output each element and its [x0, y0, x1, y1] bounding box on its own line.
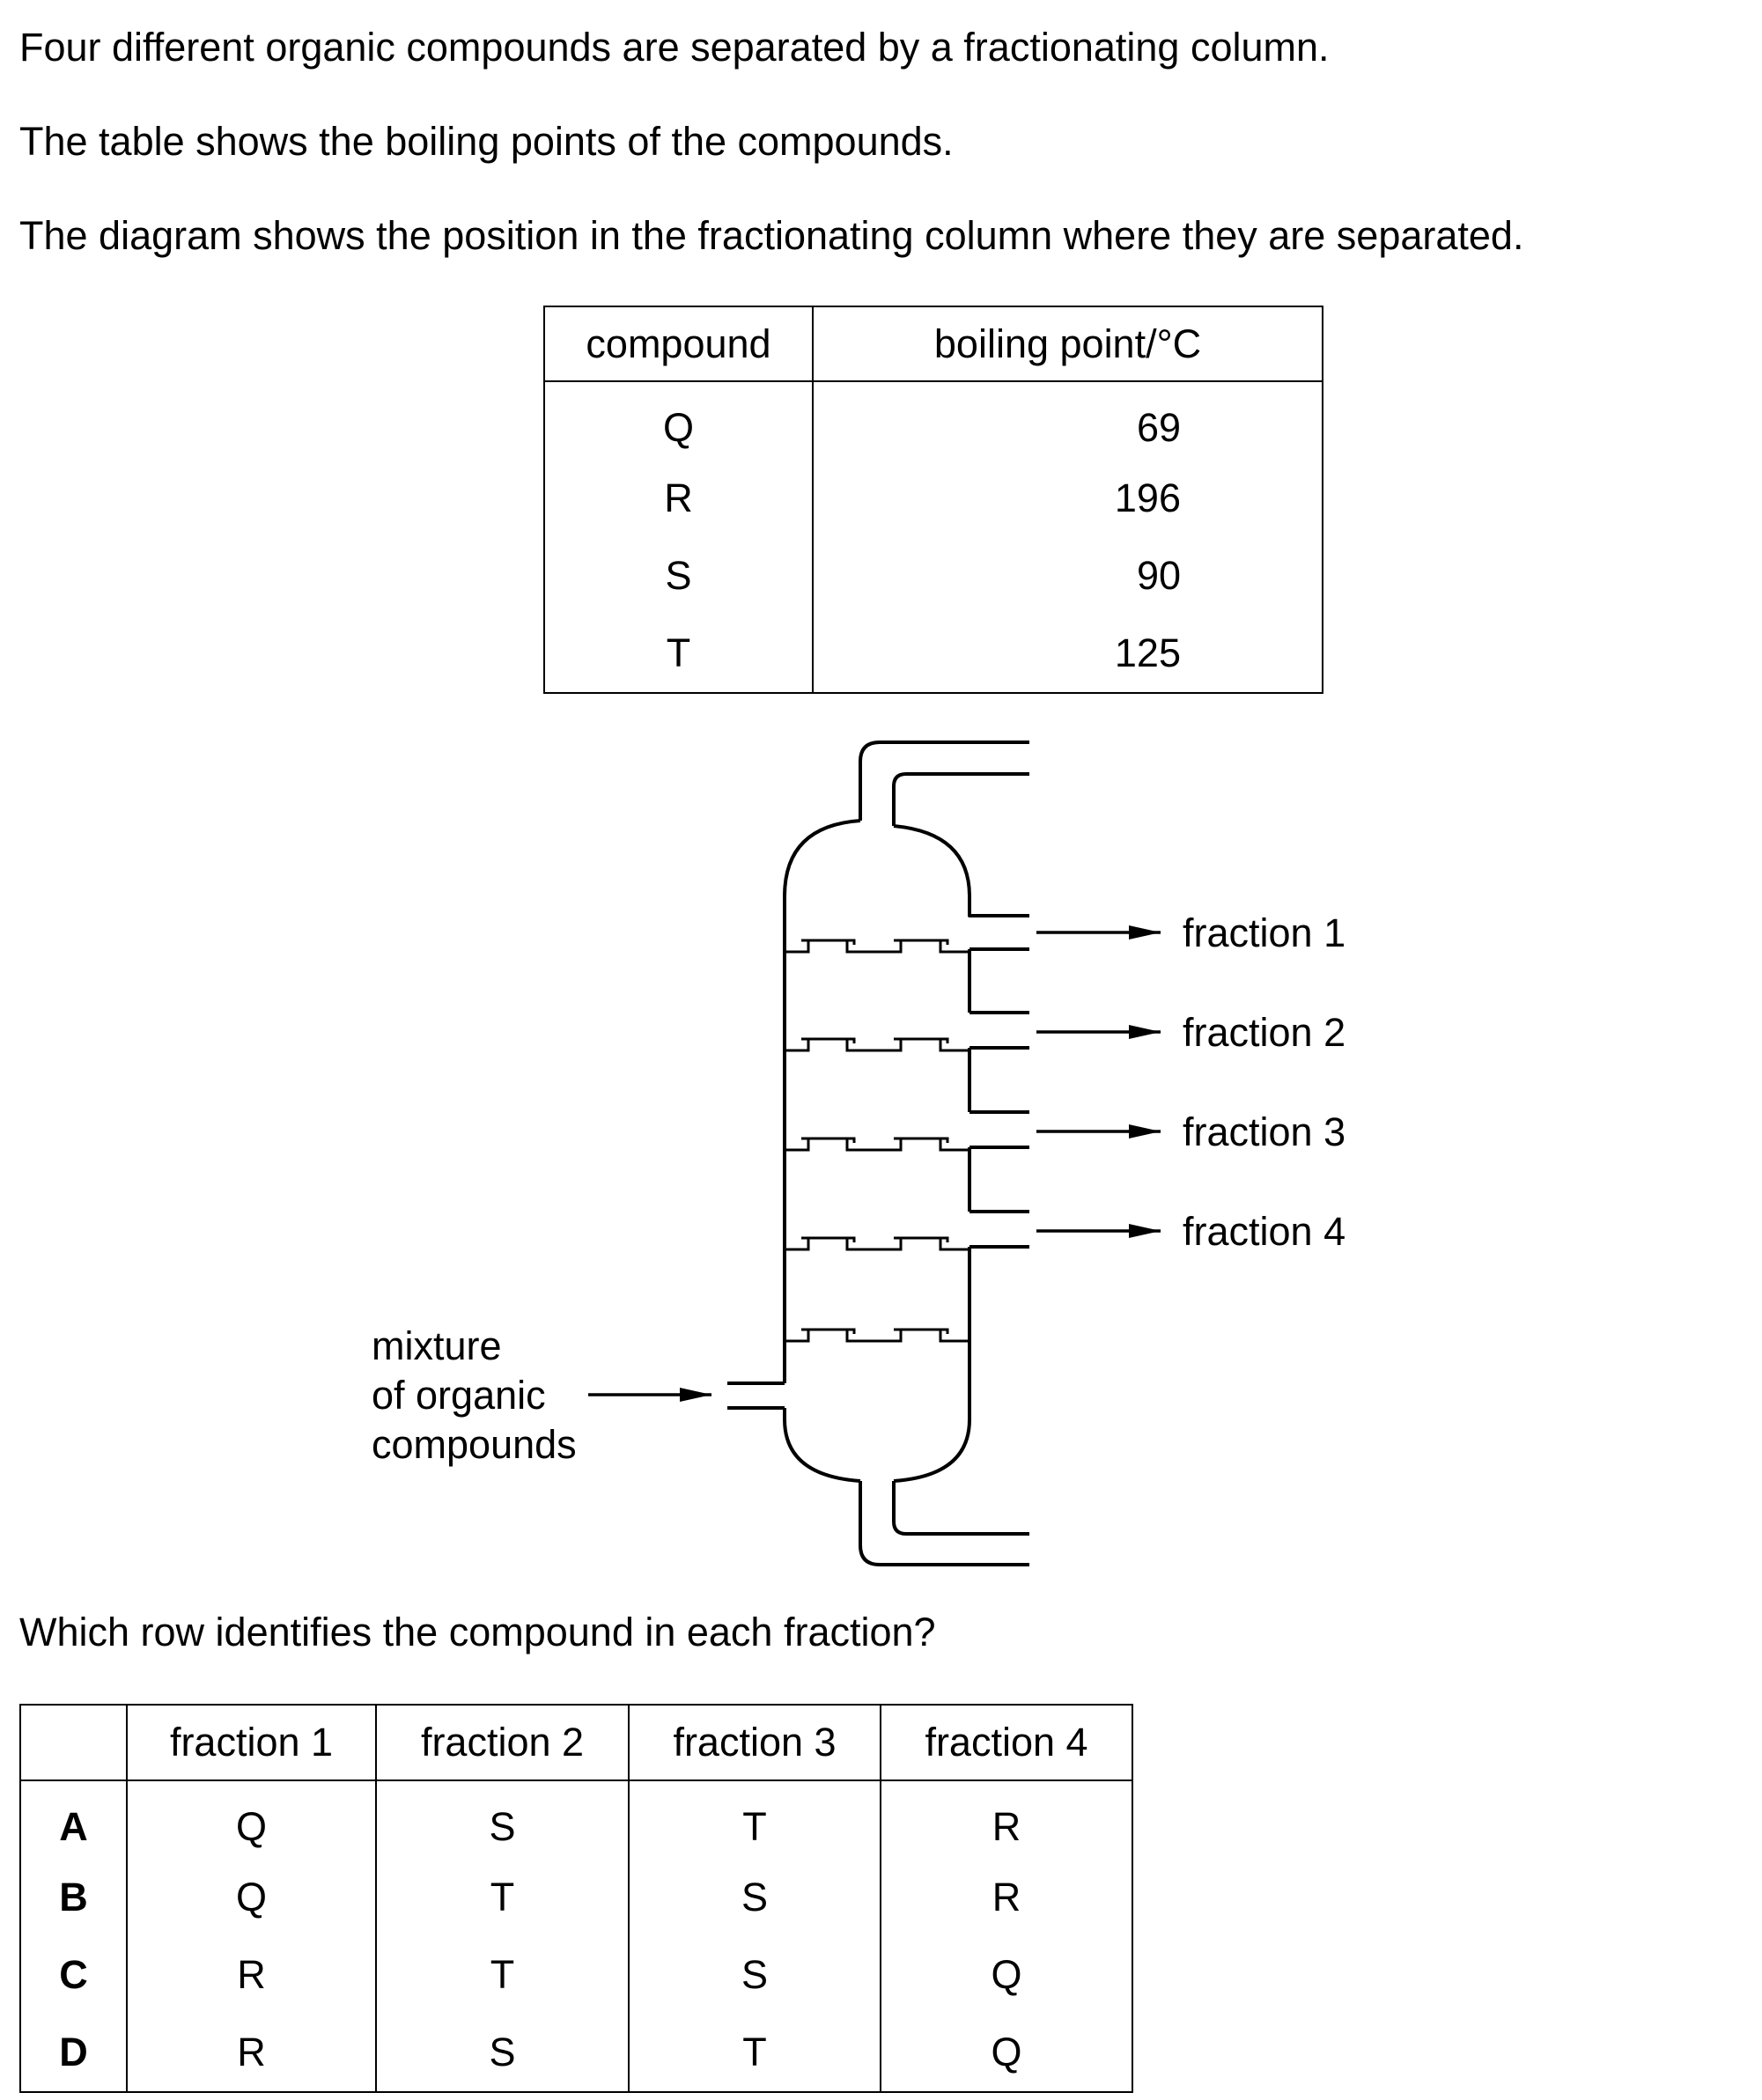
- fraction-1-header: fraction 1: [126, 1704, 377, 1781]
- inlet-label-line-3: compounds: [372, 1422, 577, 1467]
- answer-row-a[interactable]: A Q S T R: [19, 1780, 1133, 1859]
- table-row: S 90: [543, 537, 1323, 615]
- answer-row-b[interactable]: B Q T S R: [19, 1859, 1133, 1936]
- answer-cell: R: [126, 1936, 377, 2014]
- column-bottom-dome-right: [893, 1407, 971, 1483]
- boiling-point-cell: 69: [812, 381, 1323, 460]
- answer-row-c[interactable]: C R T S Q: [19, 1936, 1133, 2014]
- fraction-1-label: fraction 1: [1183, 910, 1346, 955]
- compound-cell: S: [543, 537, 814, 615]
- answer-cell: Q: [880, 2014, 1133, 2093]
- intro-text-3: The diagram shows the position in the fr…: [19, 213, 1524, 258]
- boiling-point-cell: 90: [812, 537, 1323, 615]
- column-top-dome: [783, 819, 861, 947]
- answer-cell: T: [375, 1859, 630, 1936]
- answer-table-header-row: fraction 1 fraction 2 fraction 3 fractio…: [19, 1704, 1133, 1781]
- intro-text-1: Four different organic compounds are sep…: [19, 25, 1330, 70]
- top-outlet-pipe: [859, 741, 1029, 821]
- tray-1: [785, 939, 969, 954]
- answer-cell: R: [880, 1780, 1133, 1859]
- intro-text-2: The table shows the boiling points of th…: [19, 119, 954, 164]
- option-key: C: [19, 1936, 128, 2014]
- tray-3: [785, 1137, 969, 1152]
- answer-cell: Q: [880, 1936, 1133, 2014]
- answer-cell: S: [375, 1780, 630, 1859]
- boiling-point-table: compound boiling point/°C Q 69 R 196 S 9…: [543, 306, 1323, 694]
- fraction-2-label: fraction 2: [1183, 1010, 1346, 1055]
- answer-cell: S: [628, 1859, 881, 1936]
- answer-cell: R: [126, 2014, 377, 2093]
- boiling-table-header-row: compound boiling point/°C: [543, 306, 1323, 382]
- tray-2: [785, 1037, 969, 1052]
- option-key: A: [19, 1780, 128, 1859]
- answer-cell: T: [628, 2014, 881, 2093]
- fraction-2-header: fraction 2: [375, 1704, 630, 1781]
- fraction-3-header: fraction 3: [628, 1704, 881, 1781]
- inlet-label-line-1: mixture: [372, 1323, 502, 1368]
- tray-4: [785, 1236, 969, 1251]
- boiling-point-header: boiling point/°C: [812, 306, 1323, 382]
- column-top-dome-right: [893, 824, 971, 912]
- answer-cell: T: [628, 1780, 881, 1859]
- inlet-label-line-2: of organic: [372, 1373, 546, 1418]
- column-bottom-dome: [783, 1408, 861, 1483]
- table-row: R 196: [543, 460, 1323, 537]
- top-outlet-pipe-inner: [892, 772, 1029, 826]
- fraction-4-header: fraction 4: [880, 1704, 1133, 1781]
- answer-cell: S: [375, 2014, 630, 2093]
- answer-cell: S: [628, 1936, 881, 2014]
- answer-cell: Q: [126, 1859, 377, 1936]
- option-key: D: [19, 2014, 128, 2093]
- table-row: T 125: [543, 615, 1323, 694]
- column-trays: [785, 939, 969, 1343]
- option-key-header: [19, 1704, 128, 1781]
- bottom-outlet-pipe-inner: [892, 1481, 1029, 1536]
- boiling-point-cell: 196: [812, 460, 1323, 537]
- boiling-point-cell: 125: [812, 615, 1323, 694]
- compound-cell: R: [543, 460, 814, 537]
- compound-cell: Q: [543, 381, 814, 460]
- answer-cell: R: [880, 1859, 1133, 1936]
- tray-5: [785, 1328, 969, 1343]
- question-prompt: Which row identifies the compound in eac…: [19, 1610, 936, 1654]
- answer-row-d[interactable]: D R S T Q: [19, 2014, 1133, 2093]
- answer-cell: T: [375, 1936, 630, 2014]
- fraction-outlet-pipe: [968, 912, 1029, 917]
- fraction-3-label: fraction 3: [1183, 1109, 1346, 1154]
- compound-header: compound: [543, 306, 814, 382]
- table-row: Q 69: [543, 381, 1323, 460]
- fraction-4-label: fraction 4: [1183, 1209, 1346, 1254]
- answer-options-table: fraction 1 fraction 2 fraction 3 fractio…: [19, 1704, 1133, 2093]
- answer-cell: Q: [126, 1780, 377, 1859]
- bottom-outlet-pipe: [859, 1481, 1029, 1566]
- option-key: B: [19, 1859, 128, 1936]
- compound-cell: T: [543, 615, 814, 694]
